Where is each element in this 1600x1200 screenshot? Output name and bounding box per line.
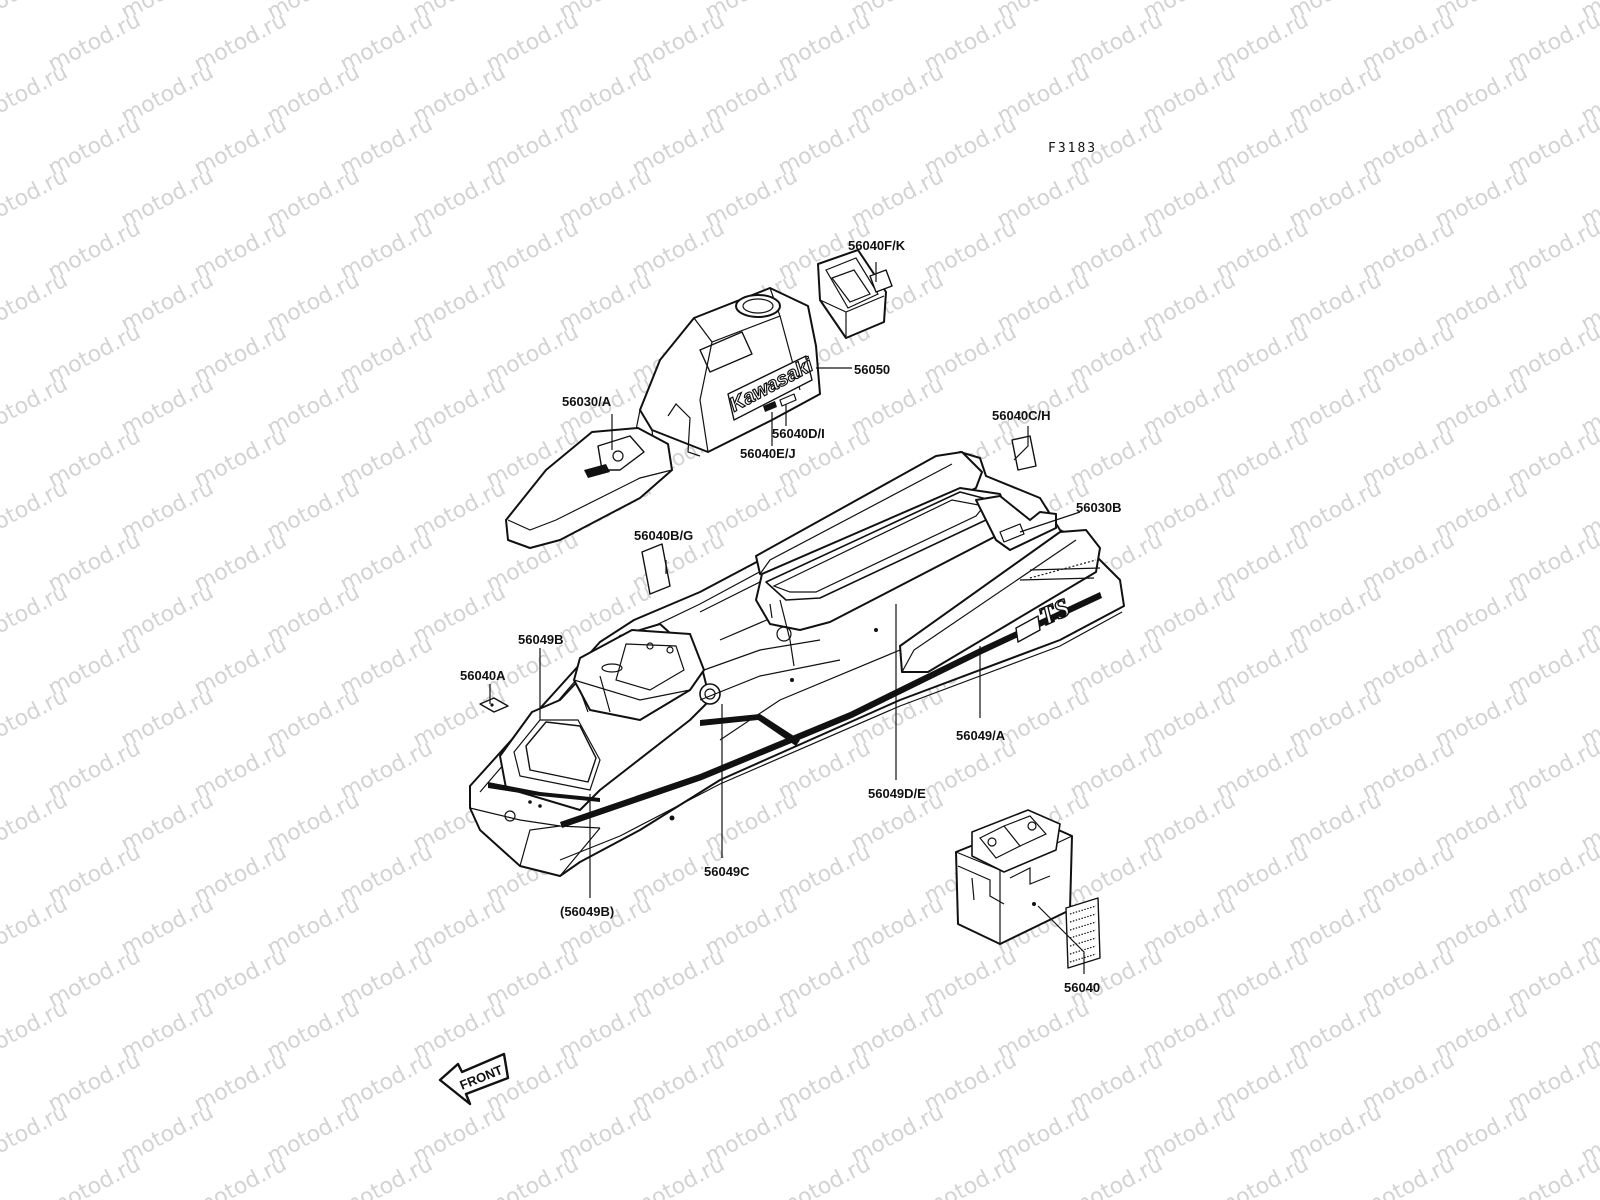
callout-56040fk: 56040F/K	[848, 238, 906, 253]
hull-part: TS	[469, 451, 1125, 877]
callout-56040bg: 56040B/G	[634, 528, 693, 543]
callout-56030a: 56030/A	[562, 394, 612, 409]
leader-lines	[489, 262, 1085, 974]
callout-56049b: 56049B	[518, 632, 564, 647]
watermark-text: motod.ru	[0, 372, 72, 441]
watermark-text: motod.ru	[0, 1100, 72, 1169]
watermark-text: motod.ru	[0, 60, 72, 129]
watermark-text: motod.ru	[0, 268, 72, 337]
watermark-text: motod.ru	[1212, 1152, 1313, 1200]
watermark-text: motod.ru	[0, 892, 72, 961]
watermark-text: motod.ru	[1504, 1152, 1600, 1200]
callout-56050: 56050	[854, 362, 890, 377]
watermark-text: motod.ru	[0, 996, 72, 1065]
callout-56040: 56040	[1064, 980, 1100, 995]
watermark-text: motod.ru	[0, 476, 72, 545]
watermark-text: motod.ru	[190, 1152, 291, 1200]
watermark-text: motod.ru	[482, 1152, 583, 1200]
watermark-text: motod.ru	[0, 788, 72, 857]
callout-56040di: 56040D/I	[772, 426, 825, 441]
callout-56040a: 56040A	[460, 668, 506, 683]
watermark-text: motod.ru	[1066, 1152, 1167, 1200]
vent-cover-part	[817, 249, 887, 339]
callout-56049a: 56049/A	[956, 728, 1006, 743]
callout-56049c: 56049C	[704, 864, 750, 879]
callout-56040ch: 56040C/H	[992, 408, 1051, 423]
decal-56040ch	[1011, 435, 1037, 471]
battery-label	[1065, 897, 1101, 969]
watermark-text: motod.ru	[774, 1152, 875, 1200]
callout-56030b: 56030B	[1076, 500, 1122, 515]
watermark-text: motod.ru	[0, 0, 72, 25]
watermark-text: motod.ru	[0, 164, 72, 233]
callout-56040ej: 56040E/J	[740, 446, 796, 461]
decals-56040di	[763, 393, 797, 412]
seat-cover-part	[505, 427, 673, 549]
watermark-text: motod.ru	[44, 1152, 145, 1200]
callout-56049b-paren: (56049B)	[560, 904, 614, 919]
watermark-text: motod.ru	[1358, 1152, 1459, 1200]
decal-56040a	[479, 697, 509, 713]
figure-code: F3183	[1048, 141, 1097, 156]
decal-56040bg	[641, 543, 671, 595]
watermark-text: motod.ru	[0, 580, 72, 649]
callouts: 56040F/K 56050 56030/A 56040D/I 56040E/J…	[460, 238, 1122, 995]
watermark-text: motod.ru	[336, 1152, 437, 1200]
watermark-text: motod.ru	[628, 1152, 729, 1200]
watermark-text: motod.ru	[0, 684, 72, 753]
watermark-text: motod.ru	[920, 1152, 1021, 1200]
battery-part	[955, 809, 1073, 945]
callout-56049de: 56049D/E	[868, 786, 926, 801]
